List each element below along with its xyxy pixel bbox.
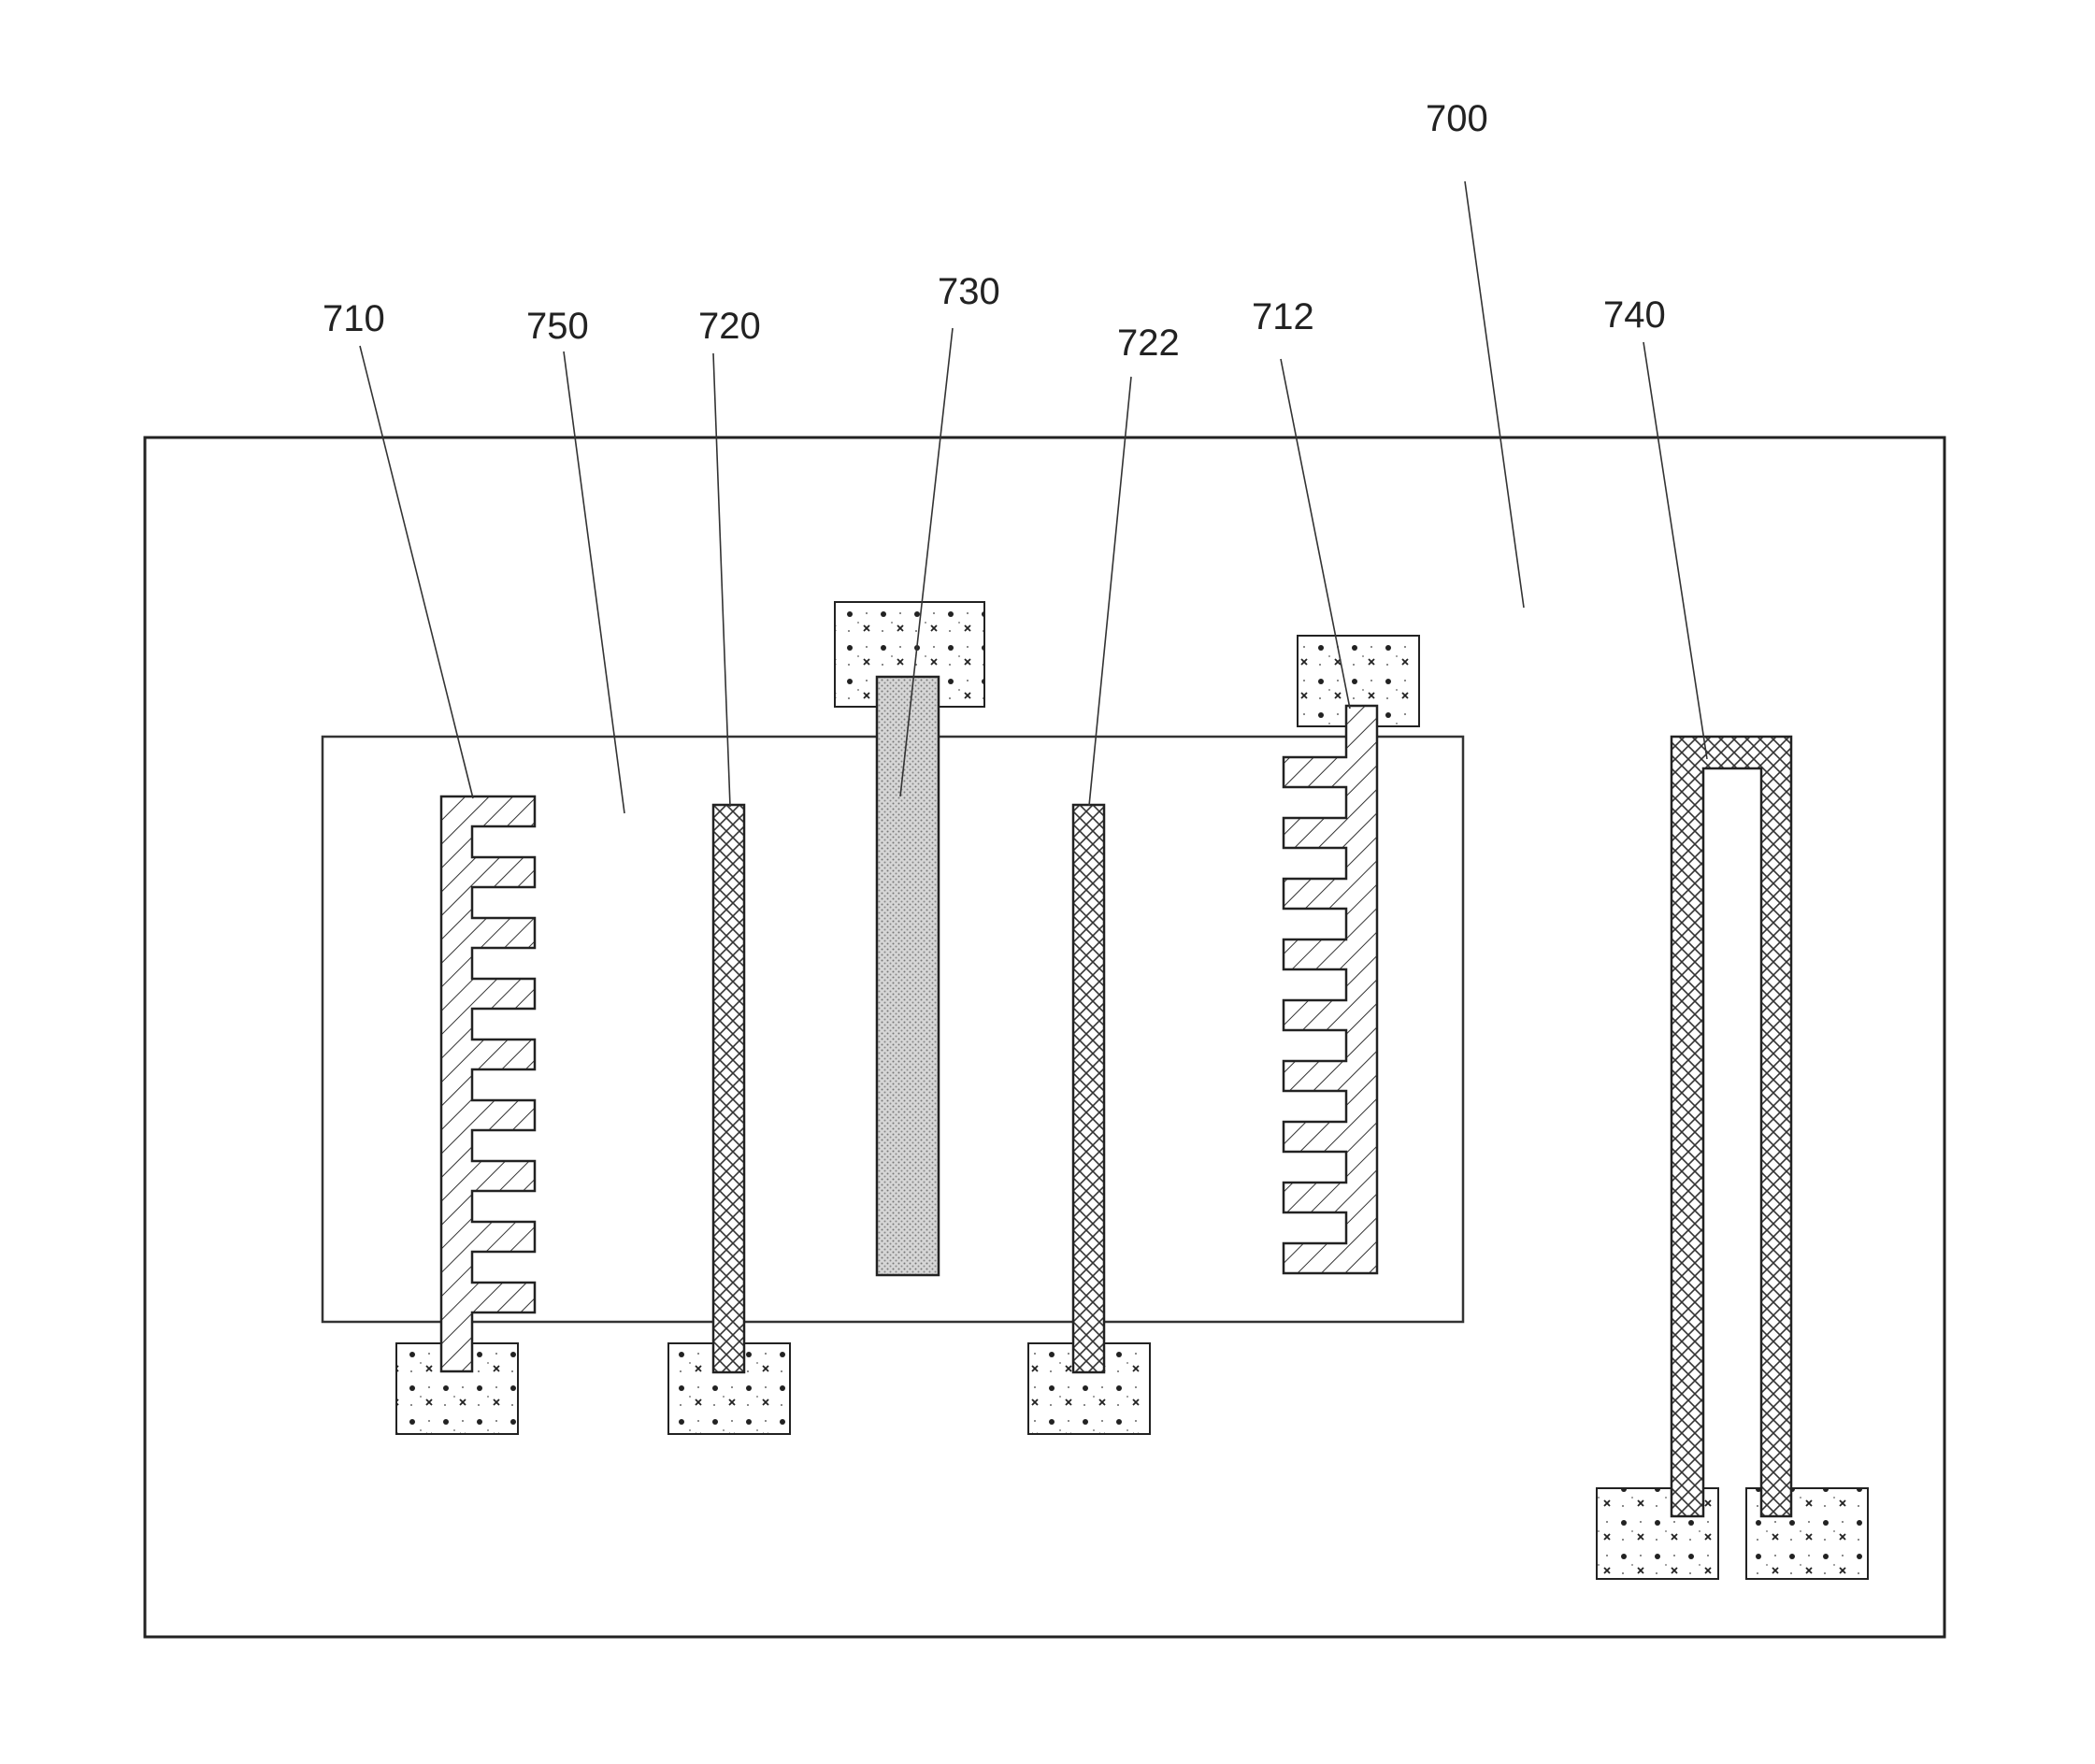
leader-line-710	[360, 346, 473, 798]
label-712: 712	[1252, 296, 1314, 337]
label-700: 700	[1426, 98, 1488, 139]
leader-line-722	[1089, 377, 1131, 806]
label-722: 722	[1117, 323, 1180, 364]
u-heater-740	[1672, 737, 1791, 1516]
leader-line-700	[1465, 181, 1524, 608]
label-730: 730	[938, 271, 1000, 312]
electrode-strip-722	[1073, 805, 1104, 1372]
label-710: 710	[323, 298, 385, 339]
label-740: 740	[1603, 294, 1666, 336]
label-750: 750	[526, 306, 589, 347]
leader-line-720	[713, 353, 730, 807]
leader-line-740	[1643, 342, 1707, 759]
sensing-strip-730	[877, 677, 939, 1275]
comb-electrode-710	[441, 796, 535, 1371]
electrode-strip-720	[713, 805, 744, 1372]
comb-electrode-712	[1284, 706, 1377, 1273]
label-720: 720	[698, 306, 761, 347]
leader-line-750	[564, 351, 624, 813]
